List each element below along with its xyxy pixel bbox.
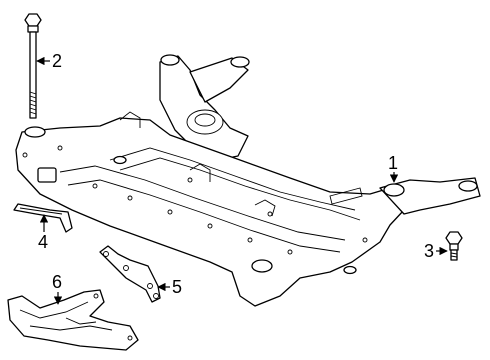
callout-6: 6 <box>52 272 63 305</box>
callout-2: 2 <box>36 51 62 71</box>
callout-4: 4 <box>38 214 49 252</box>
callout-label-6: 6 <box>52 272 62 292</box>
callout-5: 5 <box>157 277 182 297</box>
callout-label-1: 1 <box>388 153 398 173</box>
small-bolt-part[interactable] <box>445 231 463 261</box>
callout-label-2: 2 <box>52 51 62 71</box>
bracket-part-5[interactable] <box>99 245 161 303</box>
bracket-part-4[interactable] <box>13 203 73 233</box>
callout-label-4: 4 <box>38 232 48 252</box>
shield-part-6[interactable] <box>7 289 139 351</box>
long-bolt-part[interactable] <box>24 13 42 119</box>
callout-1: 1 <box>388 153 399 183</box>
callout-3: 3 <box>424 241 448 261</box>
subframe-part[interactable] <box>15 54 481 307</box>
callout-label-3: 3 <box>424 241 434 261</box>
callout-label-5: 5 <box>172 277 182 297</box>
